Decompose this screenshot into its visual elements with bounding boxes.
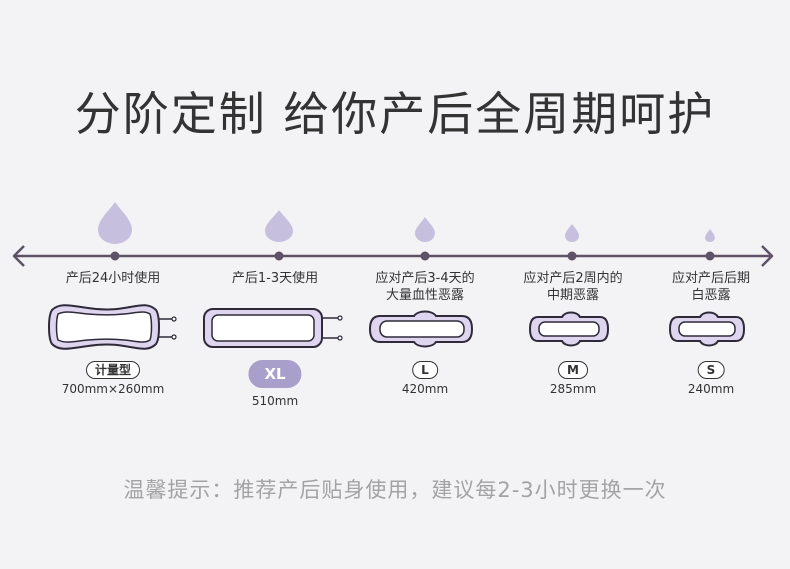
stage-label: 产后1-3天使用 xyxy=(231,271,319,286)
size-badge: S xyxy=(697,361,725,379)
timeline-dot-4 xyxy=(567,251,577,261)
flow-drop-icon-3 xyxy=(415,217,435,242)
size-badge: 计量型 xyxy=(85,361,141,379)
stage-2-weeks: 应对产后2周内的 中期恶露 M 285mm xyxy=(498,0,648,430)
pad-l-icon xyxy=(368,310,474,348)
timeline xyxy=(12,202,774,267)
flow-drop-icon-4 xyxy=(565,224,579,242)
timeline-dot-1 xyxy=(110,251,120,261)
pad-s-icon xyxy=(668,311,746,347)
stage-label: 应对产后3-4天的 大量血性恶露 xyxy=(375,271,475,303)
flow-drop-icon-5 xyxy=(705,229,715,242)
flow-drop-icon-1 xyxy=(98,202,132,244)
size-badge: M xyxy=(558,361,588,379)
pad-m-icon xyxy=(528,311,610,347)
size-value: 510mm xyxy=(251,394,299,408)
pad-xl-icon xyxy=(203,308,343,348)
stage-24h: 产后24小时使用 计量型 700mm×260mm xyxy=(38,0,188,430)
timeline-dot-5 xyxy=(705,251,715,261)
timeline-dot-3 xyxy=(420,251,430,261)
stage-label: 应对产后后期 白恶露 xyxy=(671,271,750,303)
timeline-left-arrow xyxy=(12,245,25,267)
timeline-dot-2 xyxy=(274,251,284,261)
page-title: 分阶定制 给你产后全周期呵护 xyxy=(74,87,716,141)
size-value: 420mm xyxy=(401,382,449,396)
timeline-right-arrow xyxy=(761,245,774,267)
stage-late: 应对产后后期 白恶露 S 240mm xyxy=(636,0,786,430)
flow-drop-icon-2 xyxy=(265,210,293,242)
stage-3-4-days: 应对产后3-4天的 大量血性恶露 L 420mm xyxy=(350,0,500,430)
size-badge: L xyxy=(412,361,438,379)
size-value: 700mm×260mm xyxy=(61,382,165,396)
size-value: 240mm xyxy=(687,382,735,396)
maternity-pad-icon xyxy=(48,304,177,350)
usage-tip: 温馨提示：推荐产后贴身使用，建议每2-3小时更换一次 xyxy=(123,478,667,502)
size-value: 285mm xyxy=(549,382,597,396)
stage-label: 产后24小时使用 xyxy=(65,271,161,286)
stage-1-3-days: 产后1-3天使用 XL 510mm xyxy=(200,0,350,430)
size-badge: XL xyxy=(248,360,302,388)
stage-label: 应对产后2周内的 中期恶露 xyxy=(523,271,623,303)
